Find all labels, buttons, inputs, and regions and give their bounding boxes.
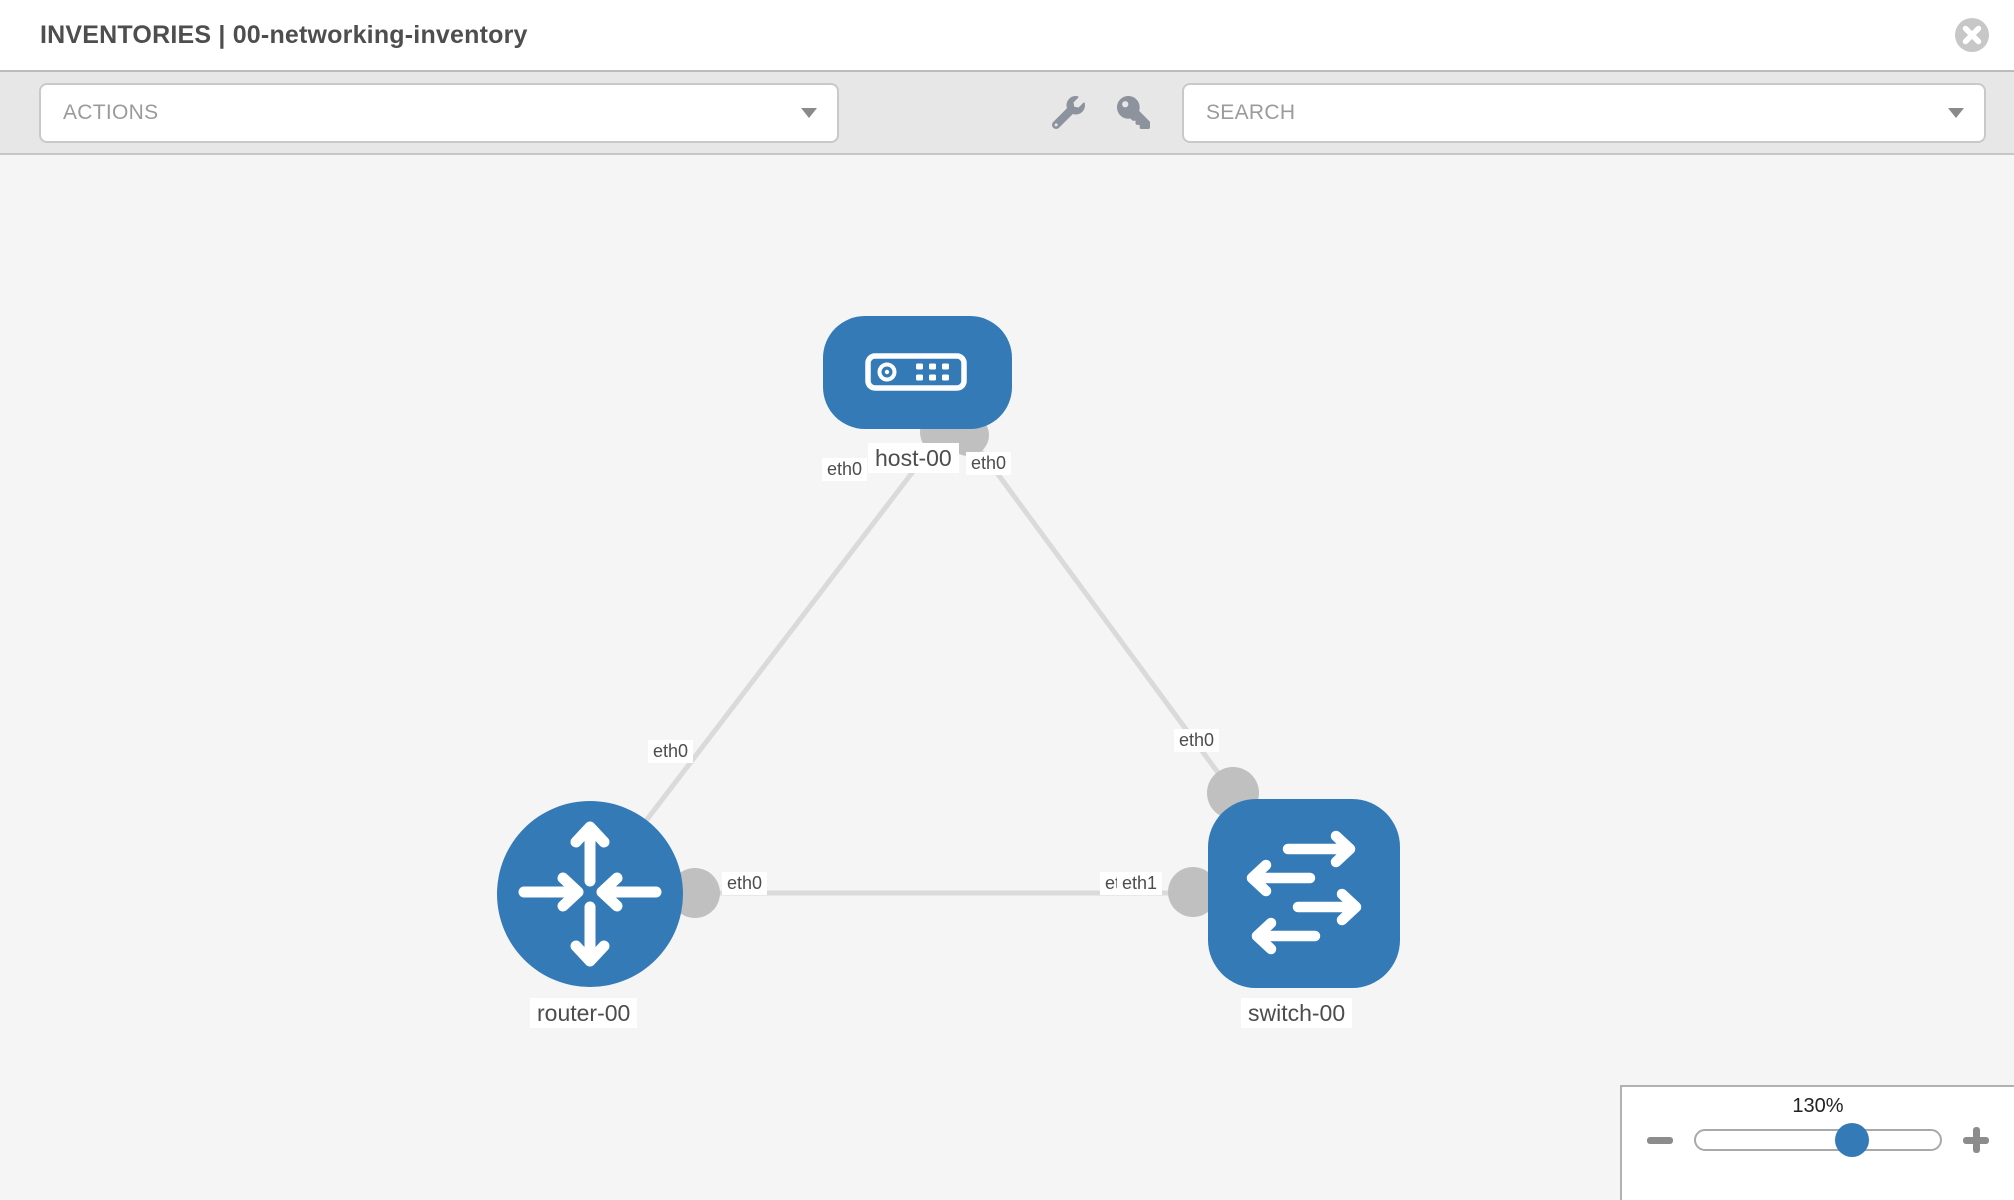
interface-label-host-eth0-b: eth0 — [966, 452, 1012, 475]
tools-button[interactable] — [1048, 93, 1088, 133]
link-host-router[interactable] — [588, 429, 946, 896]
page-title: INVENTORIES | 00-networking-inventory — [40, 20, 528, 49]
router-icon — [518, 821, 662, 967]
zoom-out-button[interactable] — [1646, 1126, 1674, 1154]
plus-icon — [1963, 1127, 1989, 1153]
interface-label-host-eth0-a: eth0 — [822, 458, 868, 481]
zoom-panel: 130% — [1620, 1085, 2014, 1200]
node-host-00[interactable] — [823, 316, 1012, 429]
actions-dropdown-label: ACTIONS — [63, 100, 159, 124]
close-button[interactable] — [1954, 17, 1990, 53]
zoom-level-label: 130% — [1792, 1095, 1844, 1117]
switch-icon — [1246, 830, 1362, 955]
topology-canvas[interactable]: host-00 router-00 switch-00 eth0 eth0 et… — [0, 155, 2014, 1200]
interface-label-router-eth0: eth0 — [722, 872, 768, 895]
interface-label-router-eth0-uplink: eth0 — [648, 740, 694, 763]
node-router-00[interactable] — [497, 801, 683, 987]
connector-dot-switch-eth1 — [1168, 867, 1218, 917]
chevron-down-icon — [1948, 107, 1964, 118]
interface-label-switch-eth1: eth1 — [1117, 872, 1163, 895]
topology-graph — [497, 316, 1400, 988]
credentials-button[interactable] — [1113, 93, 1153, 133]
key-icon — [1116, 96, 1150, 129]
minus-icon — [1647, 1136, 1673, 1144]
header: INVENTORIES | 00-networking-inventory — [0, 0, 2014, 70]
toolbar: ACTIONS SEARCH — [0, 70, 2014, 155]
node-label-router: router-00 — [530, 998, 638, 1029]
wrench-icon — [1051, 96, 1085, 129]
node-label-switch: switch-00 — [1241, 998, 1353, 1029]
host-icon — [865, 353, 967, 391]
zoom-slider-track[interactable] — [1694, 1123, 1942, 1157]
search-dropdown-label: SEARCH — [1206, 100, 1296, 124]
actions-dropdown[interactable]: ACTIONS — [39, 82, 839, 143]
zoom-controls — [1622, 1123, 2014, 1157]
interface-label-switch-eth0: eth0 — [1174, 729, 1220, 752]
search-dropdown[interactable]: SEARCH — [1182, 82, 1986, 143]
zoom-in-button[interactable] — [1962, 1126, 1990, 1154]
zoom-slider-thumb[interactable] — [1835, 1123, 1870, 1157]
node-label-host: host-00 — [868, 443, 959, 474]
connector-dot-router-eth0 — [670, 868, 720, 918]
close-icon — [1955, 18, 1989, 52]
chevron-down-icon — [801, 107, 817, 118]
node-switch-00[interactable] — [1208, 799, 1400, 988]
